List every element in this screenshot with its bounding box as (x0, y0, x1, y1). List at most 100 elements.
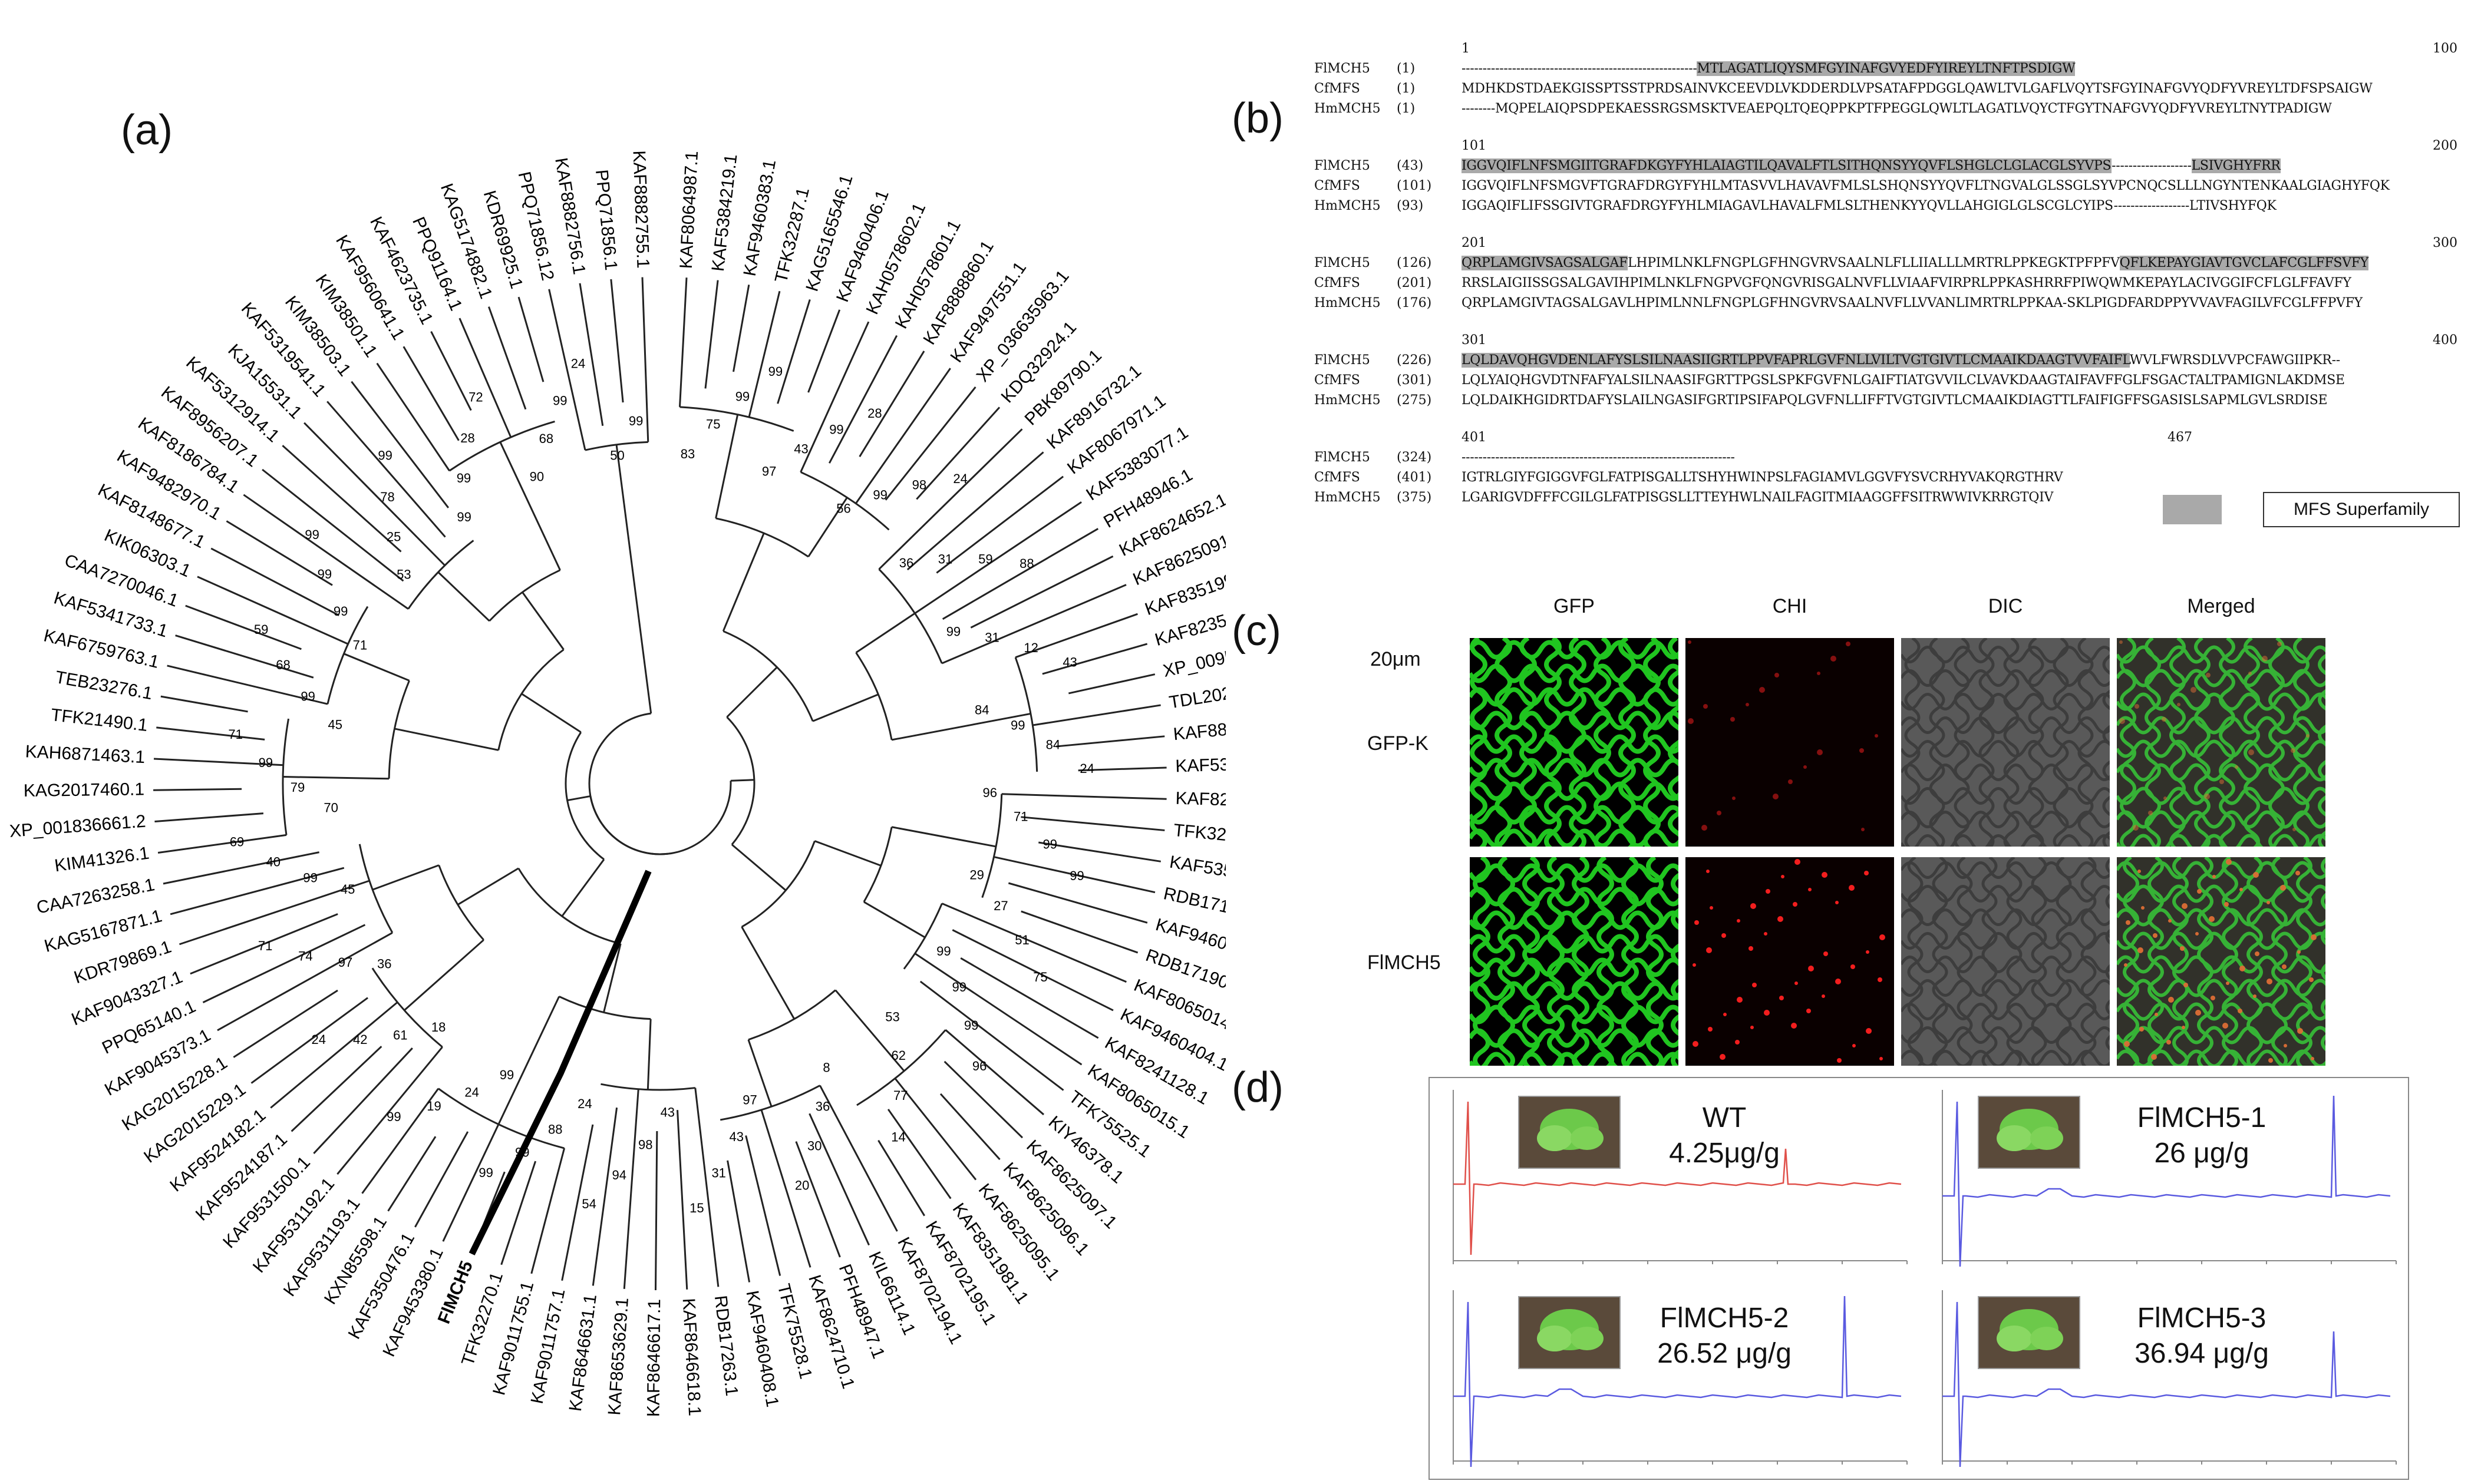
bootstrap-value: 83 (681, 447, 695, 461)
alignment-position-start: 301 (1462, 333, 1486, 348)
tree-branch (197, 576, 349, 645)
tree-branch (226, 520, 333, 586)
alignment-row: CfMFS(401)IGTRLGIYFGIGGVFGLFATPISGALLTSH… (1314, 470, 2463, 488)
tree-branch (1068, 673, 1156, 695)
alignment-position-end: 300 (2433, 236, 2457, 250)
sequence-residues: --------MQPELAIQPSDPEKAESSRGSMSKTVEAEPQL… (1462, 101, 2332, 116)
tree-branch (561, 858, 605, 917)
bootstrap-value: 29 (969, 867, 984, 882)
sequence-offset: (1) (1397, 61, 1416, 76)
bootstrap-value: 99 (479, 1165, 493, 1180)
tree-branch (678, 277, 688, 407)
tree-leaf-label: RDB17263.1 (711, 1294, 742, 1397)
tree-branch (592, 1107, 618, 1286)
alignment-row: CfMFS(301)LQLYAIQHGVDTNFAFYALSILNAASIFGR… (1314, 373, 2463, 391)
bootstrap-value: 71 (353, 638, 367, 653)
bootstrap-value: 99 (378, 448, 392, 463)
hplc-trace (1942, 1301, 2391, 1468)
bootstrap-value: 70 (324, 801, 338, 815)
tree-branch (414, 1131, 469, 1228)
bootstrap-value: 94 (612, 1168, 626, 1182)
tree-branch (210, 547, 339, 616)
tree-branch (834, 989, 905, 1072)
tree-branch (579, 283, 604, 426)
tree-branch (715, 414, 739, 519)
tree-leaf-label: KAF9524182.1 (166, 1105, 269, 1195)
tree-leaf-label: FlMCH5 (434, 1258, 477, 1327)
sequence-offset: (101) (1397, 179, 1432, 193)
sample-name: FlMCH5-3 (2137, 1303, 2267, 1334)
bootstrap-value: 62 (892, 1048, 906, 1063)
tree-branch (403, 346, 460, 441)
tree-branch (1038, 841, 1161, 862)
flmch5-highlight-branch (469, 870, 652, 1255)
bootstrap-value: 99 (318, 567, 332, 581)
bootstrap-value: 99 (457, 471, 471, 485)
alignment-row: FlMCH5(43)IGGVQIFLNFSMGIITGRAFDKGYFYHLAI… (1314, 158, 2463, 176)
tree-branch (351, 381, 450, 508)
tree-branch (457, 867, 519, 905)
bootstrap-value: 61 (393, 1028, 407, 1043)
tree-leaf-label: TEB23276.1 (54, 667, 154, 703)
tree-branch (394, 728, 499, 751)
bootstrap-value: 18 (431, 1020, 446, 1034)
tree-branch (156, 726, 265, 741)
tree-branch (914, 501, 1082, 614)
tree-leaf-label: KAG2017460.1 (24, 779, 145, 801)
alignment-row: FlMCH5(1)-------------------------------… (1314, 61, 2463, 79)
sample-name: WT (1702, 1102, 1747, 1133)
tree-branch (442, 1123, 500, 1242)
tree-leaf-label: KAF8882756.1 (551, 157, 589, 276)
tree-branch (730, 779, 754, 782)
sequence-name: HmMCH5 (1314, 490, 1381, 505)
tree-branch (970, 555, 1114, 629)
tree-branch (726, 666, 778, 718)
tree-branch (388, 680, 410, 779)
tree-branch (1055, 735, 1165, 748)
tree-branch (906, 451, 1044, 571)
bootstrap-value: 24 (1080, 761, 1094, 776)
tree-leaf-label: TFK75528.1 (774, 1282, 816, 1381)
tree-leaf-label: KAF8064987.1 (677, 150, 702, 269)
bootstrap-value: 31 (985, 630, 999, 645)
bootstrap-value: 27 (994, 898, 1008, 913)
sequence-name: FlMCH5 (1314, 158, 1370, 173)
tree-branch (430, 331, 472, 411)
bootstrap-value: 40 (266, 855, 280, 870)
tree-branch (153, 758, 283, 766)
sequence-offset: (275) (1397, 393, 1432, 408)
tree-branch (731, 844, 787, 891)
sequence-name: HmMCH5 (1314, 101, 1381, 116)
tree-branch (499, 441, 561, 571)
tree-leaf-label: KAF9460383.1 (740, 158, 780, 277)
alignment-position-end: 400 (2433, 333, 2457, 348)
bootstrap-value: 84 (975, 702, 989, 717)
tree-branch (722, 533, 765, 632)
alignment-row: HmMCH5(176)QRPLAMGIVTAGSALGAVLHPIMLNNLFN… (1314, 296, 2463, 313)
tree-leaf-label: KAF8882755.1 (629, 150, 653, 269)
sequence-residues: LQLDAVQHGVDENLAFYSLSILNAASIIGRTLPPVFAPRL… (1462, 353, 2340, 368)
tree-branch (855, 612, 916, 654)
alignment-row: FlMCH5(126)QRPLAMGIVSAGSALGAFLHPIMLNKLFN… (1314, 256, 2463, 273)
alignment-position-start: 101 (1462, 138, 1486, 153)
tree-branch (945, 1029, 1044, 1116)
tree-leaf-label: KAF8646617.1 (644, 1299, 665, 1417)
tree-branch (282, 445, 402, 553)
sequence-residues: IGGAQIFLIFSSGIVTGRAFDRGYFYHLMIAGAVLHAVAL… (1462, 199, 2277, 213)
sequence-name: CfMFS (1314, 276, 1360, 290)
bootstrap-value: 24 (312, 1032, 326, 1047)
legend-label: MFS Superfamily (2263, 492, 2460, 527)
tree-branch (819, 1085, 898, 1232)
sample-name: FlMCH5-2 (1660, 1303, 1789, 1334)
tree-branch (960, 957, 1099, 1039)
tree-branch (623, 1089, 639, 1289)
tree-branch (855, 368, 951, 504)
tree-branch (291, 1046, 382, 1132)
tree-branch (567, 795, 591, 802)
sequence-residues: LQLYAIQHGVDTNFAFYALSILNAASIFGRTTPGSLSPKF… (1462, 373, 2345, 388)
bootstrap-value: 99 (952, 980, 966, 994)
sequence-offset: (1) (1397, 101, 1416, 116)
tree-branch (939, 1093, 1001, 1161)
bootstrap-value: 75 (706, 417, 720, 431)
